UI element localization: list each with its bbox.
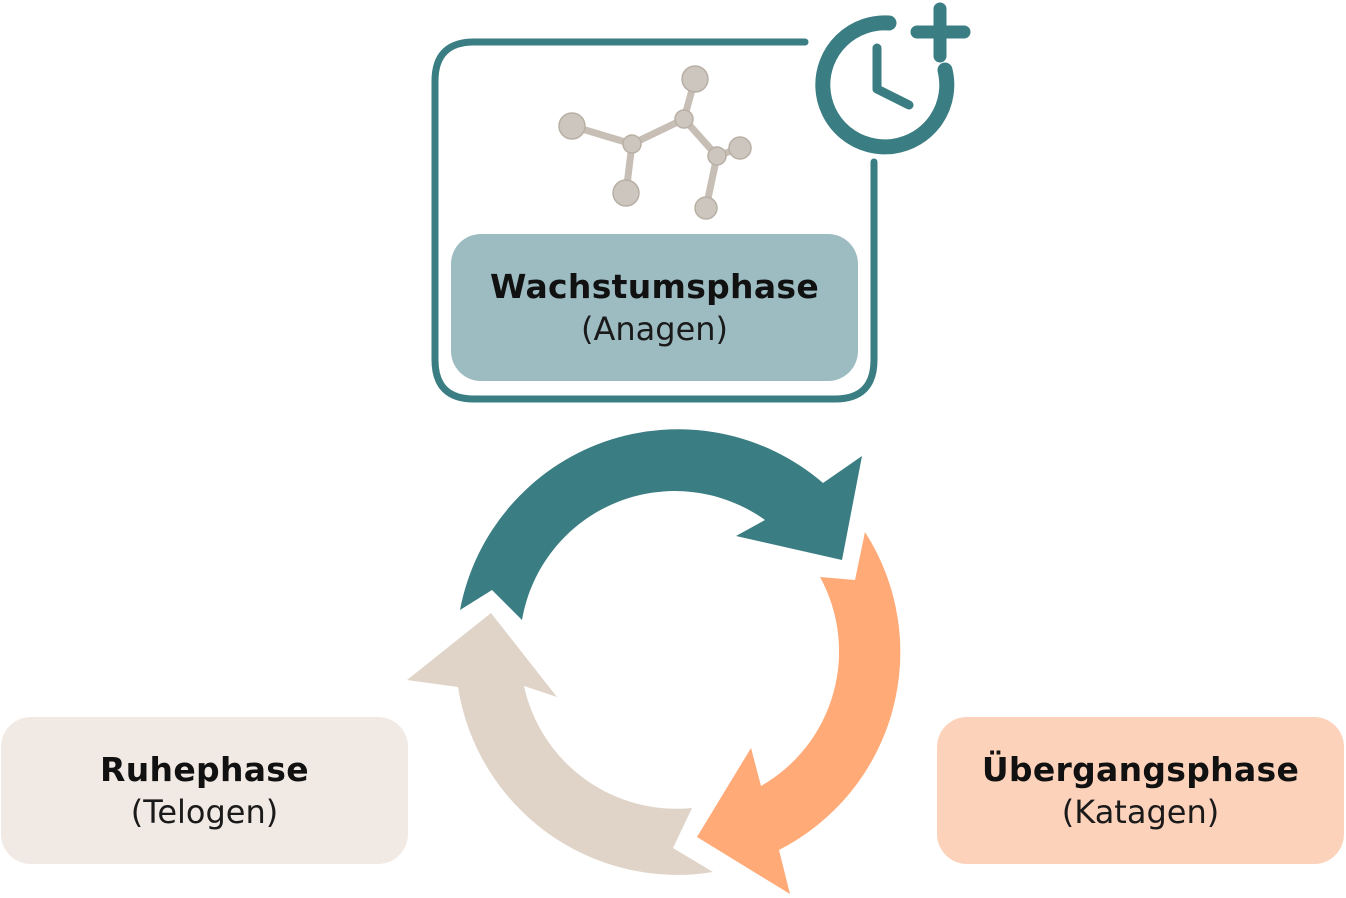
phase-title-telogen: Ruhephase bbox=[100, 749, 309, 789]
arrow-katagen-to-telogen bbox=[697, 532, 901, 894]
cycle-arrows bbox=[407, 429, 901, 894]
phase-subtitle-telogen: (Telogen) bbox=[130, 792, 279, 831]
phase-subtitle-anagen: (Anagen) bbox=[580, 309, 729, 348]
molecule-icon bbox=[558, 65, 752, 220]
clock-plus-icon bbox=[815, 2, 971, 155]
phase-subtitle-katagen: (Katagen) bbox=[1061, 792, 1220, 831]
arrow-anagen-to-katagen bbox=[460, 429, 862, 620]
arrow-telogen-to-anagen bbox=[407, 613, 713, 875]
phase-title-anagen: Wachstumsphase bbox=[489, 266, 820, 306]
phase-title-katagen: Übergangsphase bbox=[981, 749, 1300, 789]
anagen-frame bbox=[431, 38, 878, 403]
phase-box-telogen: Ruhephase (Telogen) bbox=[1, 717, 408, 864]
phase-box-anagen: Wachstumsphase (Anagen) bbox=[451, 234, 858, 381]
phase-box-katagen: Übergangsphase (Katagen) bbox=[937, 717, 1344, 864]
